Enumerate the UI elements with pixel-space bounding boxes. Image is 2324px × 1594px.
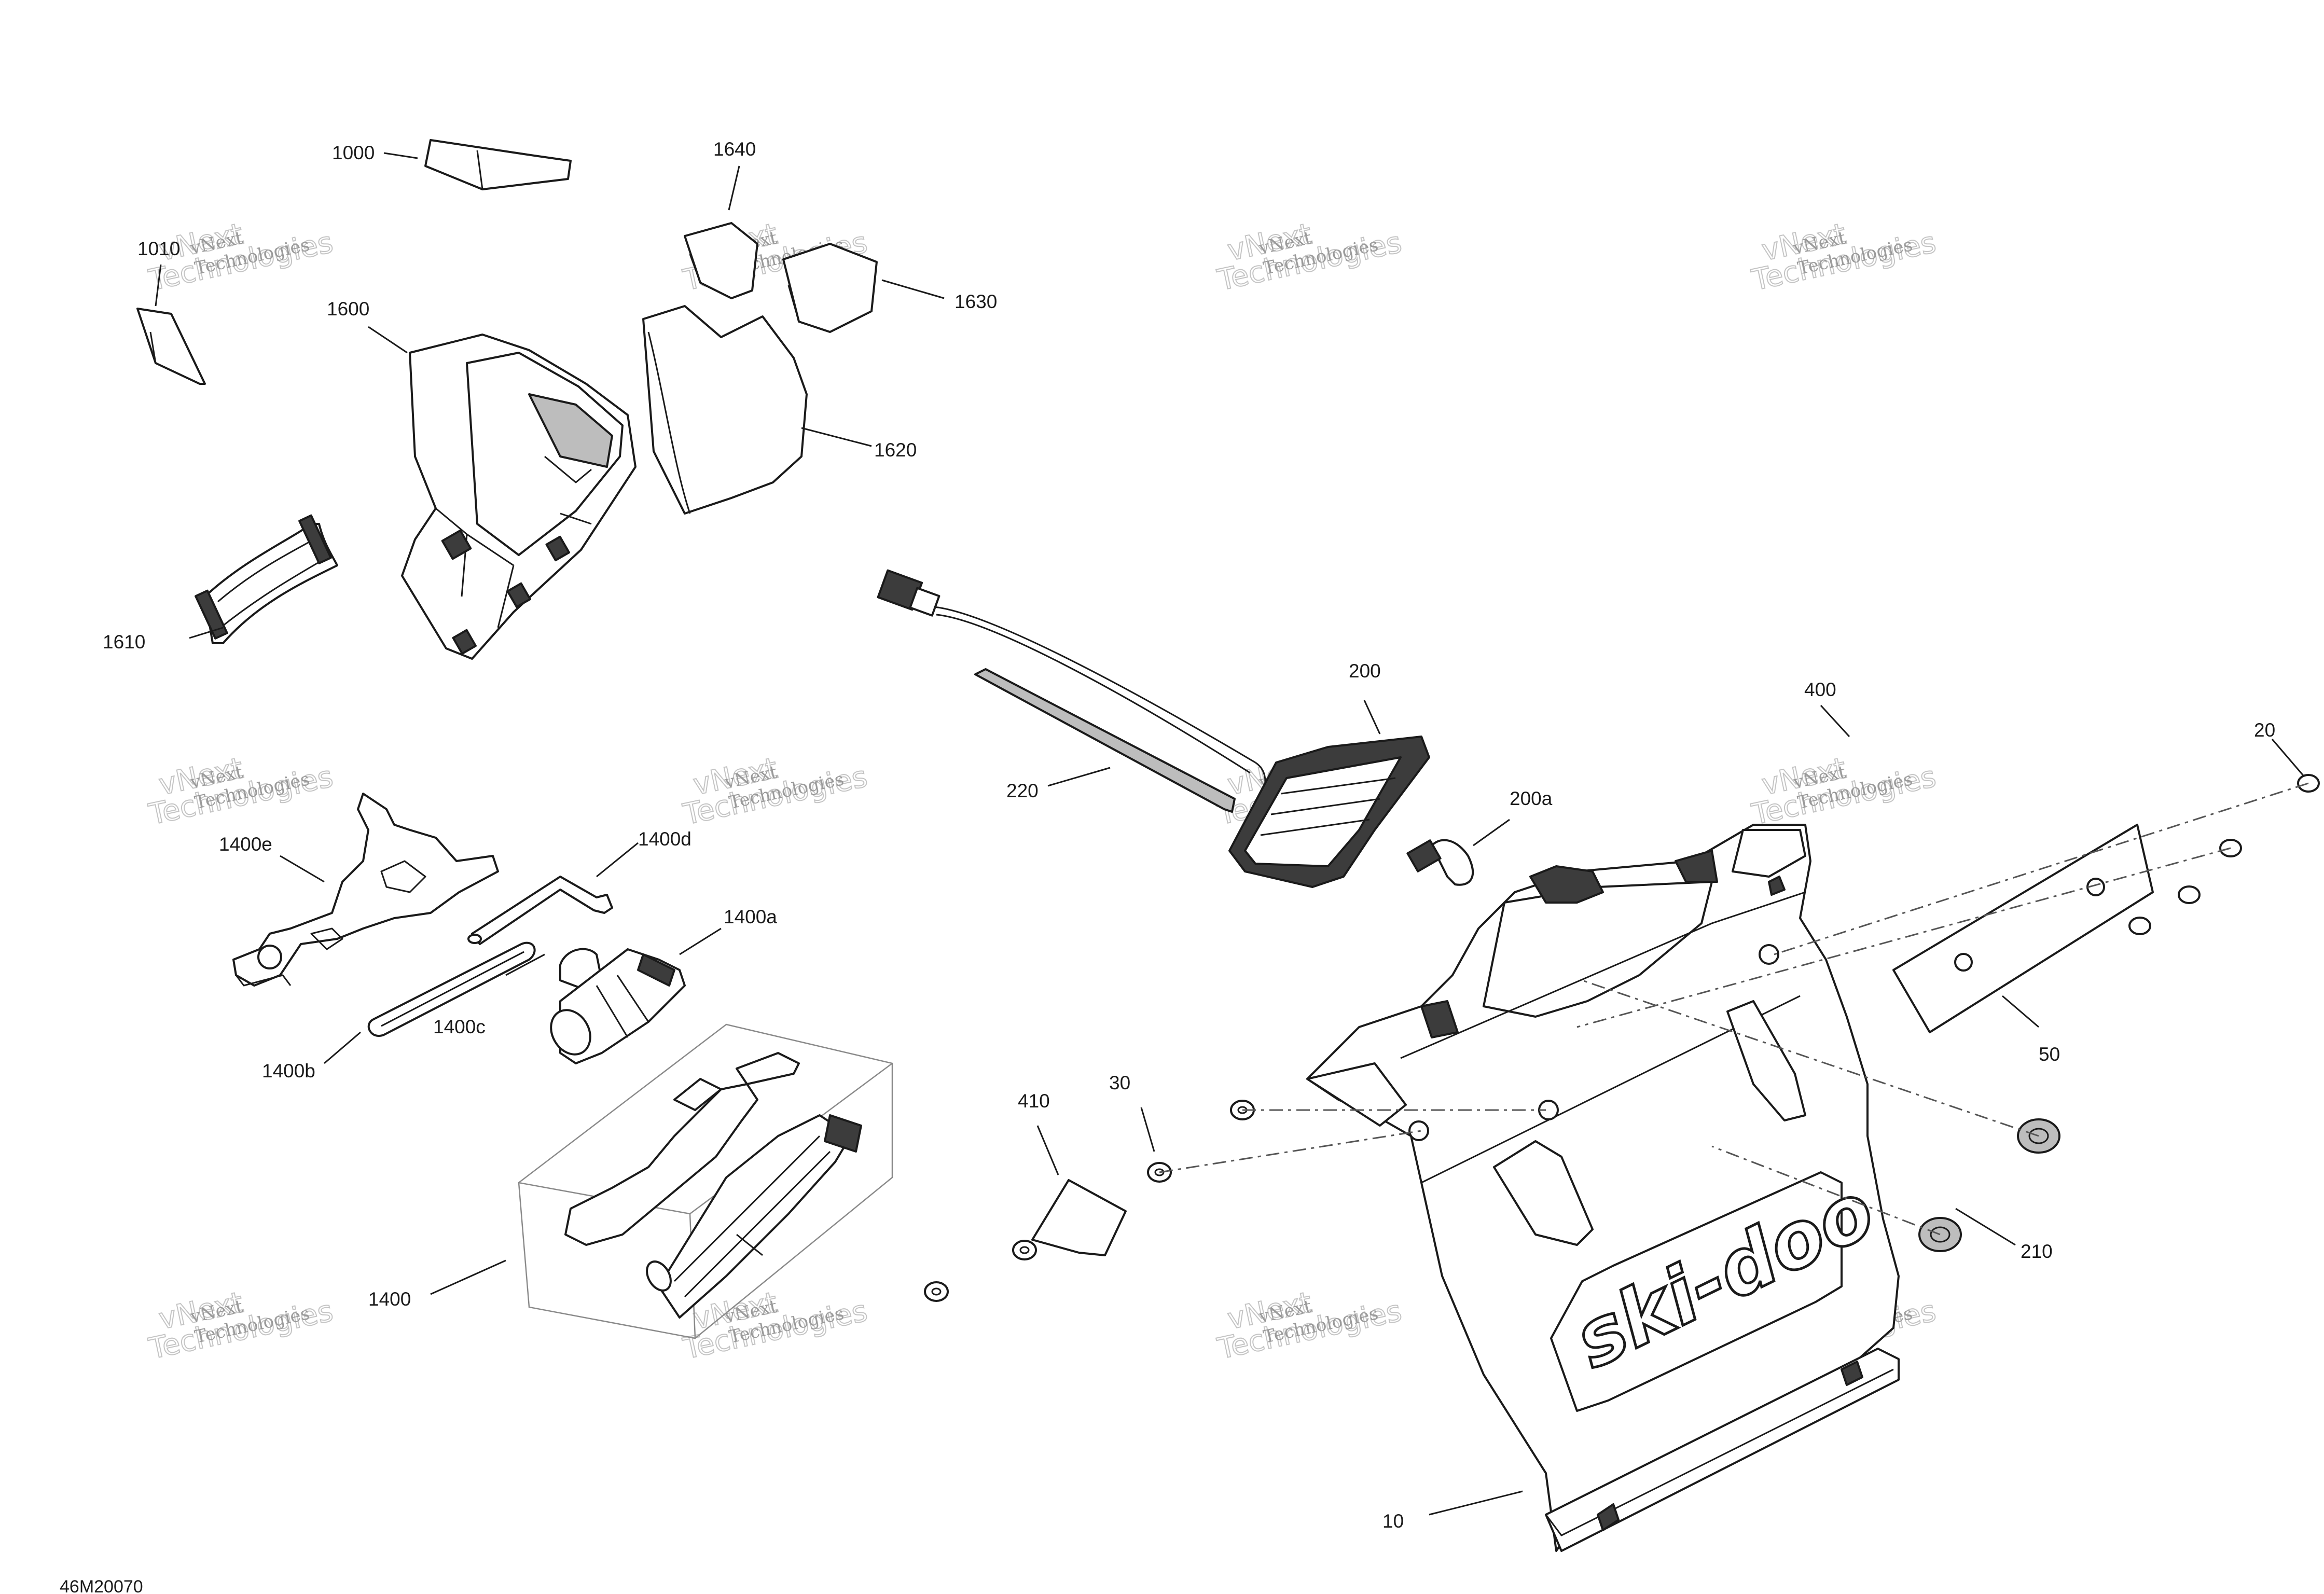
callout-1010: 1010 [137, 238, 180, 259]
part-30-washer [1012, 1240, 1037, 1260]
callout-1400e: 1400e [219, 834, 272, 855]
part-1640-pad [684, 222, 758, 299]
callout-1640: 1640 [713, 138, 756, 160]
watermark: vNext Technologies vNext Technologies [1214, 217, 1405, 298]
part-200-taillight [1228, 736, 1430, 888]
part-1400-tool-kit-box [518, 1023, 893, 1339]
callout-50: 50 [2039, 1044, 2060, 1065]
watermark: vNext Technologies vNext Technologies [1748, 751, 1939, 833]
callout-1400c: 1400c [433, 1016, 486, 1037]
part-1600-storage-bag [401, 334, 637, 660]
callout-1400d: 1400d [638, 828, 691, 850]
watermark: vNext Technologies vNext Technologies [145, 1285, 336, 1367]
callout-10: 10 [1382, 1510, 1404, 1532]
part-200a-bulb [1406, 839, 1474, 886]
callout-210: 210 [2021, 1241, 2053, 1262]
callout-410: 410 [1018, 1090, 1050, 1112]
callout-20: 20 [2254, 719, 2275, 741]
callout-200: 200 [1349, 660, 1381, 682]
callout-1600: 1600 [327, 298, 369, 320]
callout-1400: 1400 [368, 1288, 411, 1310]
part-1400e-wrench [232, 793, 499, 987]
part-1630-pad [782, 243, 878, 333]
callout-1630: 1630 [955, 291, 997, 312]
callout-1000: 1000 [332, 142, 375, 163]
watermark: vNext Technologies vNext Technologies [145, 751, 336, 833]
watermark: vNext Technologies vNext Technologies [1748, 217, 1939, 298]
watermark: vNext Technologies vNext Technologies [145, 217, 336, 298]
part-1400c-handle [367, 941, 536, 1037]
callout-400: 400 [1804, 679, 1836, 700]
callout-1400a: 1400a [724, 906, 777, 927]
part-200-taillight-harness [877, 569, 1266, 810]
watermark: vNext Technologies vNext Technologies [680, 751, 870, 833]
callout-200a: 200a [1510, 788, 1553, 809]
assembly-axes [1159, 782, 2309, 1236]
callout-1620: 1620 [874, 439, 917, 461]
part-1620-foam [642, 305, 808, 515]
part-20-screws [2128, 774, 2320, 935]
part-220-seal-strip [974, 668, 1236, 813]
watermark: vNext Technologies vNext Technologies [1214, 1285, 1405, 1367]
callout-30: 30 [1109, 1072, 1130, 1093]
part-1010-decal [136, 308, 206, 385]
part-410-decal [1031, 1179, 1127, 1256]
part-1000-decal [424, 139, 572, 190]
callout-1610: 1610 [103, 631, 145, 653]
part-1400a-spark-plug-socket [550, 948, 686, 1064]
part-210-grommets [1918, 1118, 2060, 1252]
part-1610-strap [195, 514, 338, 644]
diagram-reference-code: 46M20070 [60, 1577, 143, 1594]
part-50-reflector-bracket [1892, 824, 2154, 1033]
part-10-rear-flap: ski-doo [1306, 824, 1900, 1552]
callout-labels: 1000 1010 1640 1630 1600 1620 1610 200 4… [60, 138, 2275, 1594]
part-1400d-hex-key [467, 876, 613, 945]
part-30-washer [924, 1281, 949, 1302]
callout-220: 220 [1006, 780, 1039, 801]
leader-lines [155, 152, 2304, 1516]
callout-1400b: 1400b [262, 1060, 315, 1082]
